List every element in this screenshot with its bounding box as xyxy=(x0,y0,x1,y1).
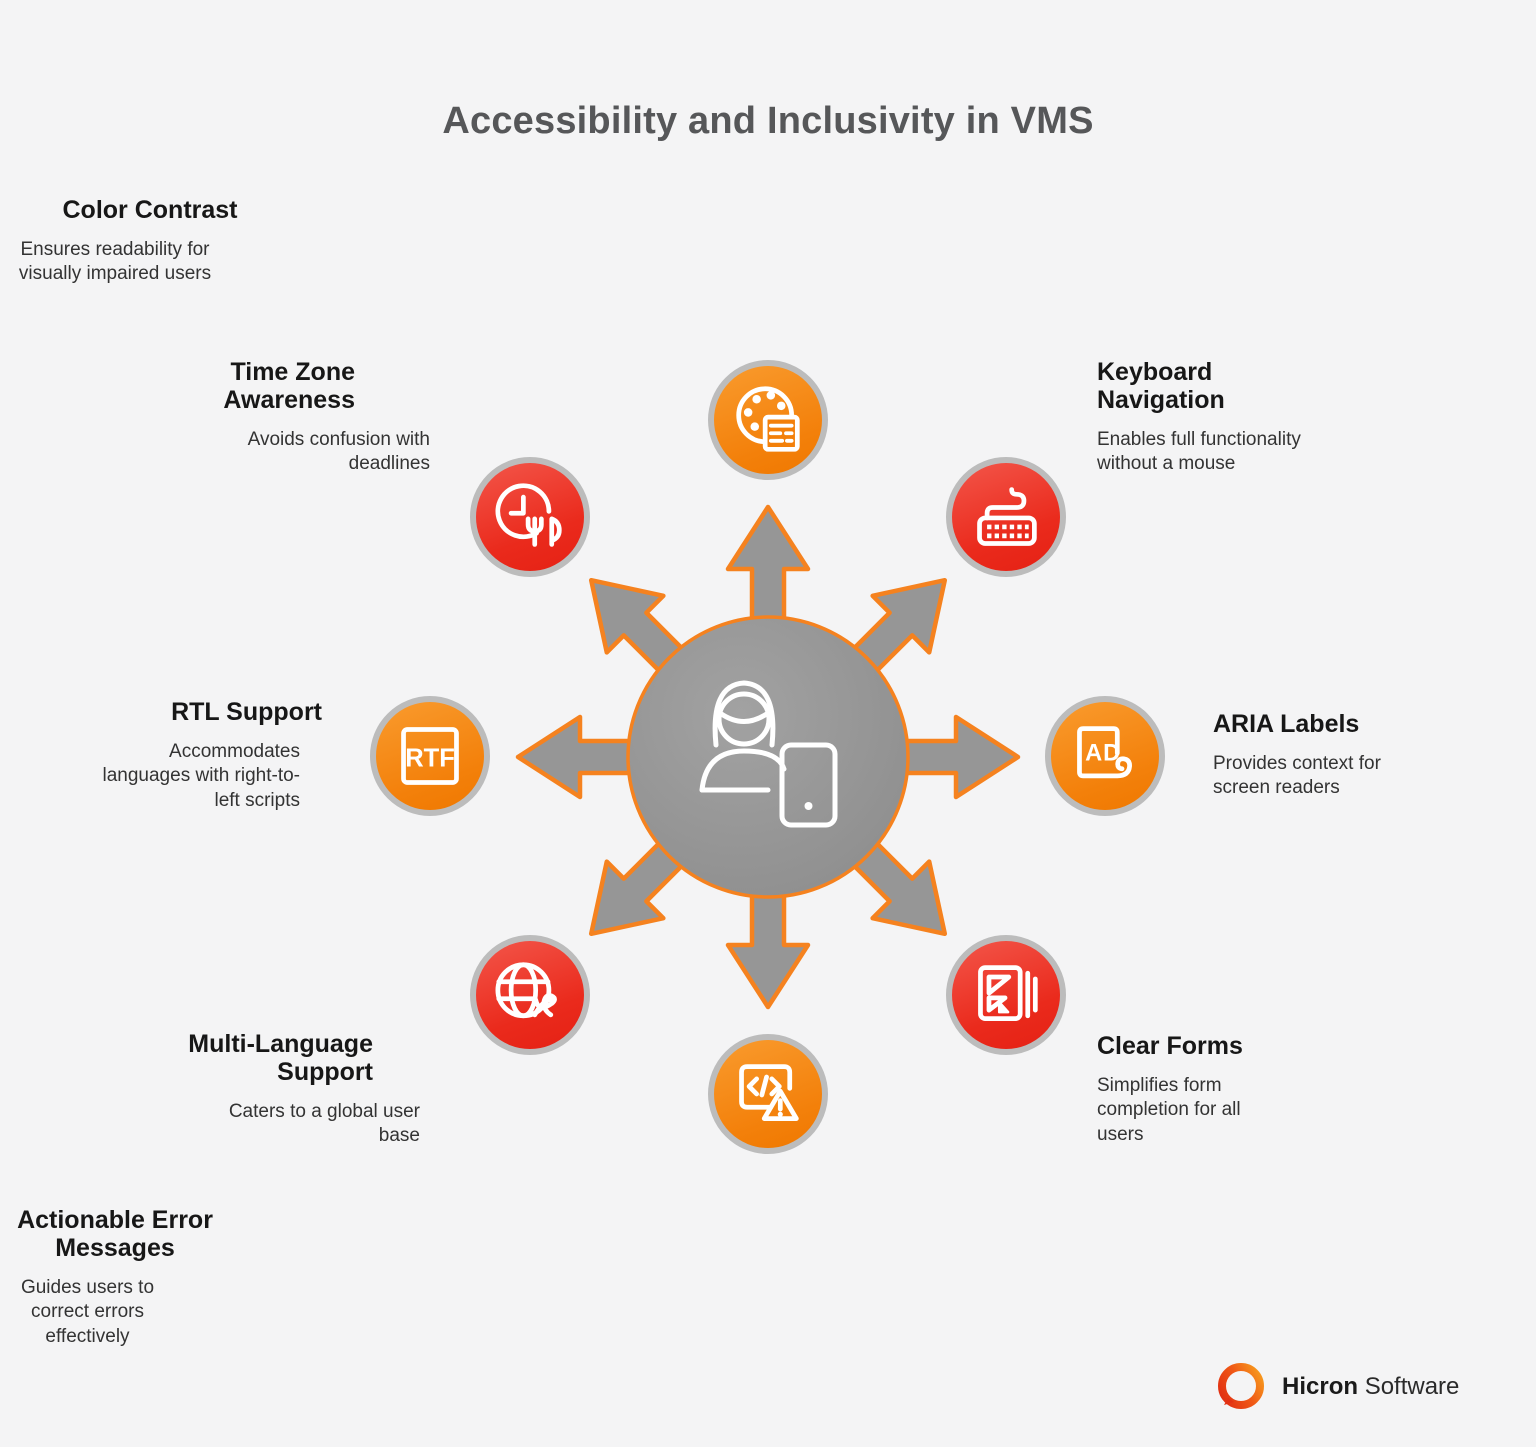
node-multi-language-support xyxy=(470,935,590,1055)
node-description: Guides users to correct errors effective… xyxy=(20,1277,155,1347)
form-document-icon xyxy=(978,965,1038,1021)
rtf-icon-text: RTF xyxy=(405,744,455,772)
clock-utensils-icon xyxy=(495,483,562,547)
brand-name: Hicron Software xyxy=(1282,1373,1459,1401)
palette-icon xyxy=(736,386,800,452)
label-rtl-support: RTL Support Accommodates languages with … xyxy=(102,698,323,813)
ad-document-icon: AD xyxy=(1077,726,1132,779)
node-clear-forms xyxy=(946,935,1066,1055)
node-description: Caters to a global user base xyxy=(228,1101,420,1147)
node-description: Simplifies form completion for all users xyxy=(1097,1075,1241,1145)
node-color-contrast xyxy=(708,360,828,480)
node-title: Keyboard Navigation xyxy=(1097,358,1225,414)
rtf-box-icon: RTF xyxy=(401,727,459,785)
node-description: Provides context for screen readers xyxy=(1213,753,1381,799)
keyboard-icon xyxy=(977,487,1037,546)
label-time-zone-awareness: Time Zone Awareness Avoids confusion wit… xyxy=(220,358,440,477)
node-actionable-error-messages xyxy=(708,1034,828,1154)
label-multi-language-support: Multi-Language Support Caters to a globa… xyxy=(188,1030,438,1149)
node-title: Actionable Error Messages xyxy=(17,1206,213,1262)
hub-circle xyxy=(626,615,910,899)
node-description: Avoids confusion with deadlines xyxy=(247,429,430,475)
label-actionable-error-messages: Actionable Error Messages Guides users t… xyxy=(0,1206,1536,1349)
node-title: Clear Forms xyxy=(1097,1032,1243,1060)
node-title: Color Contrast xyxy=(62,196,238,224)
label-clear-forms: Clear Forms Simplifies form completion f… xyxy=(1097,1032,1277,1147)
label-keyboard-navigation: Keyboard Navigation Enables full functio… xyxy=(1097,358,1347,477)
person-with-device-icon xyxy=(699,680,838,828)
brand-logo: Hicron Software xyxy=(1214,1360,1459,1414)
page-title: Accessibility and Inclusivity in VMS xyxy=(442,100,1094,142)
node-title: ARIA Labels xyxy=(1213,710,1360,738)
node-description: Enables full functionality without a mou… xyxy=(1097,429,1301,475)
node-rtl-support: RTF xyxy=(370,696,490,816)
code-warning-icon xyxy=(739,1064,799,1121)
node-title: Time Zone Awareness xyxy=(223,358,355,414)
node-keyboard-navigation xyxy=(946,457,1066,577)
node-time-zone-awareness xyxy=(470,457,590,577)
node-description: Accommodates languages with right-to-lef… xyxy=(102,741,301,811)
globe-language-icon xyxy=(495,962,557,1019)
node-title: Multi-Language Support xyxy=(188,1030,373,1086)
hub-and-arrows-diagram xyxy=(515,504,1021,1010)
node-description: Ensures readability for visually impaire… xyxy=(18,239,212,285)
ad-icon-text: AD xyxy=(1085,741,1121,767)
label-aria-labels: ARIA Labels Provides context for screen … xyxy=(1213,710,1428,801)
brand-name-bold: Hicron xyxy=(1282,1373,1359,1400)
node-title: RTL Support xyxy=(171,698,322,726)
hicron-logo-icon xyxy=(1218,1363,1264,1409)
node-aria-labels: AD xyxy=(1045,696,1165,816)
label-color-contrast: Color Contrast Ensures readability for v… xyxy=(0,196,1536,287)
brand-name-regular: Software xyxy=(1364,1373,1460,1400)
